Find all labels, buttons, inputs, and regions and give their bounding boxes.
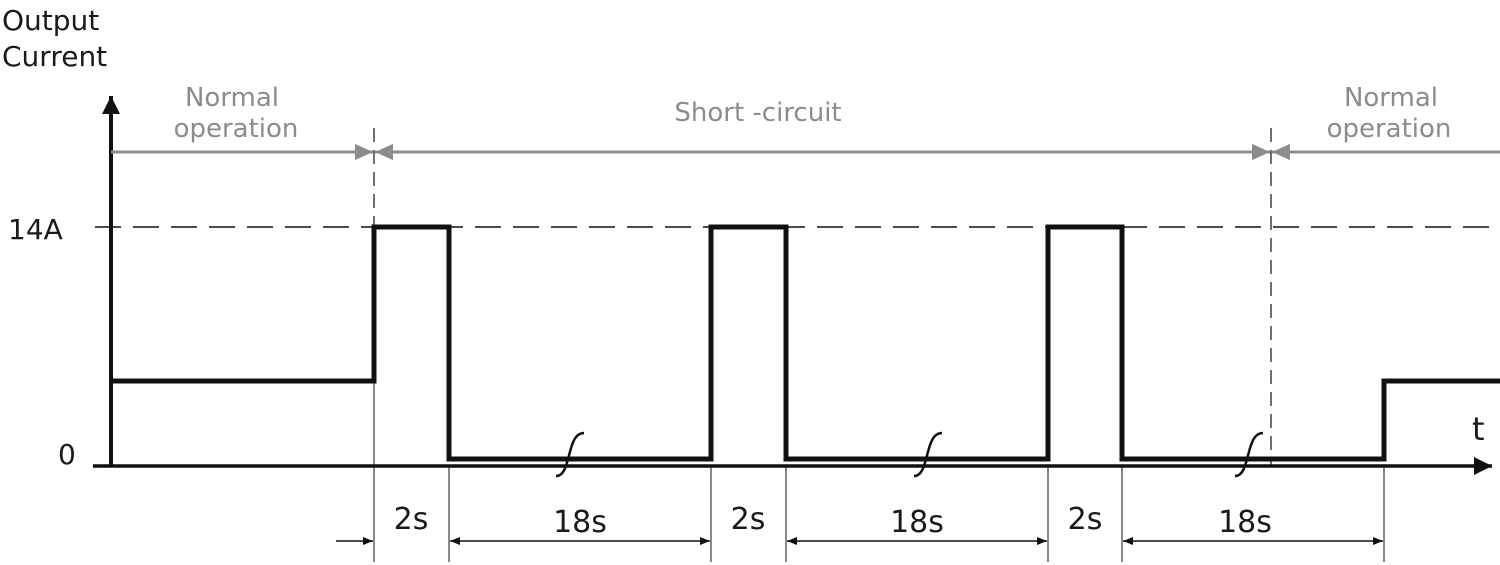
region-label-normal-left-line2: operation — [174, 114, 299, 144]
duration-label: 18s — [553, 505, 607, 540]
time-break-mark — [1234, 431, 1264, 478]
time-break-mark — [913, 431, 943, 478]
y-axis-label-line1: Output — [2, 4, 99, 37]
y-tick-zero: 0 — [58, 438, 76, 471]
region-label-normal-left-line1: Normal — [185, 83, 279, 113]
region-label-normal-right-line1: Normal — [1344, 83, 1438, 113]
duration-label: 2s — [394, 502, 429, 537]
x-axis-label-t: t — [1472, 410, 1485, 448]
time-break-mark — [555, 431, 585, 478]
duration-label: 2s — [1068, 502, 1103, 537]
region-label-short-circuit: Short -circuit — [674, 98, 841, 128]
duration-label: 2s — [731, 502, 766, 537]
y-tick-14a: 14A — [8, 213, 63, 246]
duration-label: 18s — [1218, 505, 1272, 540]
y-axis-label-line2: Current — [2, 40, 107, 73]
duration-label: 18s — [890, 505, 944, 540]
output-current-waveform — [111, 224, 1500, 462]
region-label-normal-right-line2: operation — [1327, 114, 1452, 144]
